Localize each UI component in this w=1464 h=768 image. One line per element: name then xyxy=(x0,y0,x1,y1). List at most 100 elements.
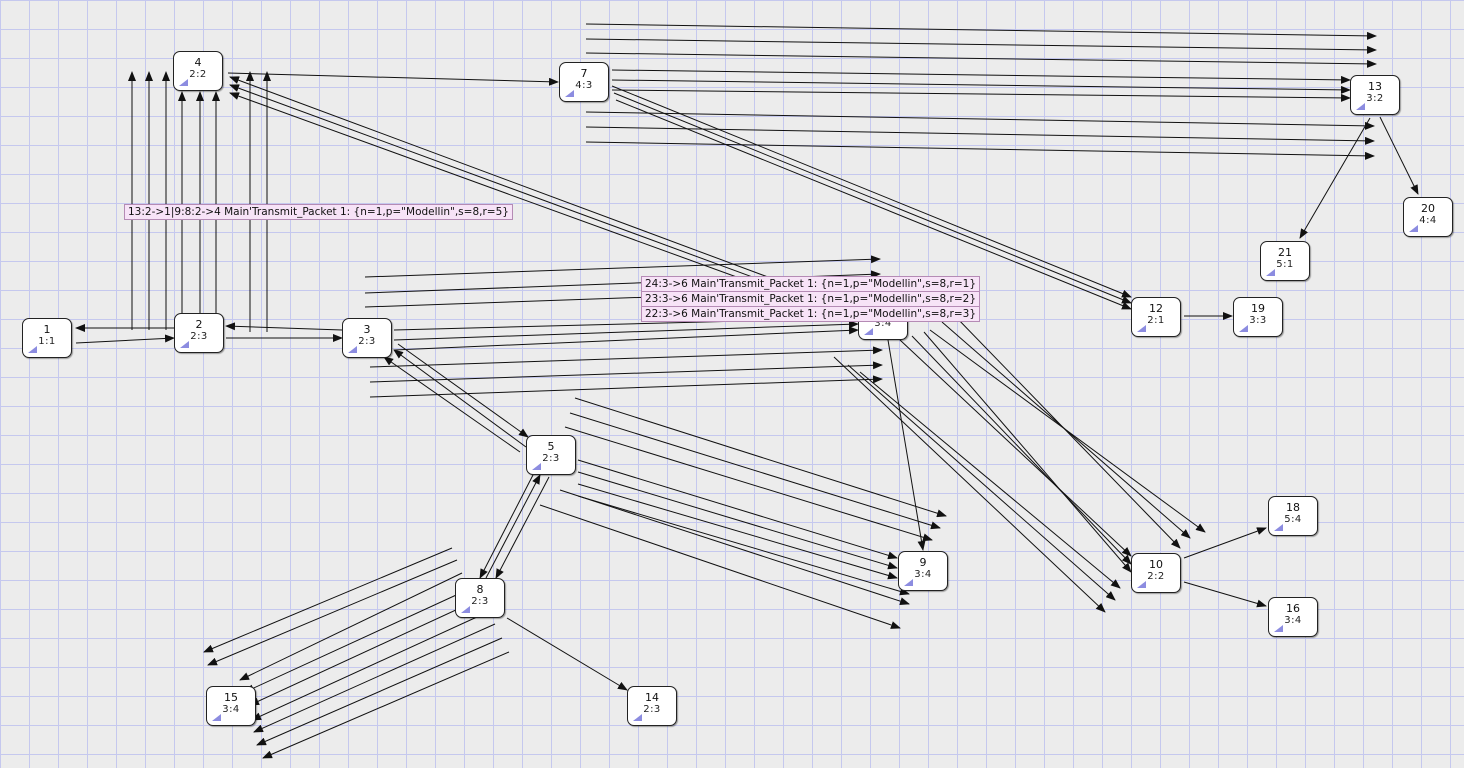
node-marker-icon xyxy=(180,341,189,348)
transition-arrow xyxy=(383,356,521,453)
transition-arrow xyxy=(859,371,1121,589)
transition-arrow xyxy=(577,483,898,580)
transition-arrow xyxy=(611,85,1132,298)
transition-arrow xyxy=(611,79,1351,94)
transition-arrow xyxy=(911,335,1132,565)
transition-arrow xyxy=(923,331,1132,573)
node-marker-icon xyxy=(565,90,574,97)
node-state: 3:4 xyxy=(874,318,892,329)
transition-arrow xyxy=(577,459,898,560)
node-marker-icon xyxy=(28,346,37,353)
node-state: 3:4 xyxy=(1284,615,1302,626)
node-id: 4 xyxy=(194,56,202,69)
transition-arrow xyxy=(203,547,453,653)
node-state: 5:1 xyxy=(1276,259,1294,270)
node-id: 1 xyxy=(43,323,51,336)
transition-arrow xyxy=(611,69,1351,84)
node-id: 8 xyxy=(476,583,484,596)
node-id: 19 xyxy=(1251,302,1265,315)
node-state: 2:3 xyxy=(358,336,376,347)
node-id: 20 xyxy=(1421,202,1435,215)
transition-arrow xyxy=(485,474,541,579)
transition-arrow xyxy=(369,346,883,368)
transition-arrow xyxy=(393,349,527,448)
transition-arrow xyxy=(253,623,496,733)
transition-arrow xyxy=(569,412,941,530)
transition-arrow xyxy=(256,637,503,746)
transition-arrow xyxy=(559,489,910,606)
transition-arrow xyxy=(611,89,1351,102)
node-marker-icon xyxy=(461,606,470,613)
transition-arrow xyxy=(615,99,1132,310)
node-state: 4:4 xyxy=(1419,215,1437,226)
node-state: 2:3 xyxy=(542,453,560,464)
node-id: 14 xyxy=(645,691,659,704)
transition-arrow xyxy=(585,141,1375,160)
node-marker-icon xyxy=(1137,581,1146,588)
transition-arrow xyxy=(227,72,559,86)
transition-arrow xyxy=(229,76,863,313)
node-id: 15 xyxy=(224,691,238,704)
node-marker-icon xyxy=(1409,225,1418,232)
transition-arrow xyxy=(899,339,1132,557)
transition-arrow xyxy=(75,334,175,344)
node-id: 12 xyxy=(1149,302,1163,315)
transition-arrow xyxy=(239,572,463,681)
transition-arrow xyxy=(585,111,1375,130)
transition-arrow xyxy=(369,375,883,398)
transition-arrow xyxy=(577,471,898,570)
transition-arrow xyxy=(262,651,510,759)
node-id: 7 xyxy=(580,67,588,80)
node-marker-icon xyxy=(1274,625,1283,632)
transition-arrow xyxy=(585,38,1377,54)
node-state: 2:3 xyxy=(471,596,489,607)
node-state: 4:3 xyxy=(575,80,593,91)
transition-arrow xyxy=(574,397,947,518)
transition-arrow xyxy=(397,343,529,438)
transition-arrow xyxy=(1183,527,1267,559)
node-state: 1:1 xyxy=(38,336,56,347)
transition-label: 24:3->6 Main'Transmit_Packet 1: {n=1,p="… xyxy=(641,276,981,292)
transition-arrow xyxy=(1183,581,1267,608)
edge-layer xyxy=(75,23,1419,759)
transition-arrow xyxy=(577,495,910,596)
node-marker-icon xyxy=(1137,325,1146,332)
node-marker-icon xyxy=(633,714,642,721)
node-id: 18 xyxy=(1286,501,1300,514)
node-id: 13 xyxy=(1368,80,1382,93)
transition-arrow xyxy=(506,617,628,691)
node-id: 21 xyxy=(1278,246,1292,259)
node-state: 3:3 xyxy=(1249,315,1267,326)
node-state: 2:2 xyxy=(1147,571,1165,582)
node-id: 2 xyxy=(195,318,203,331)
transition-arrow xyxy=(364,255,881,278)
transition-arrow xyxy=(585,52,1377,68)
node-id: 3 xyxy=(363,323,371,336)
node-state: 2:3 xyxy=(190,331,208,342)
node-id: 9 xyxy=(919,556,927,569)
transition-arrow xyxy=(613,92,1132,304)
node-state: 2:1 xyxy=(1147,315,1165,326)
node-state: 2:3 xyxy=(643,704,661,715)
transition-arrow xyxy=(244,584,479,693)
node-id: 16 xyxy=(1286,602,1300,615)
